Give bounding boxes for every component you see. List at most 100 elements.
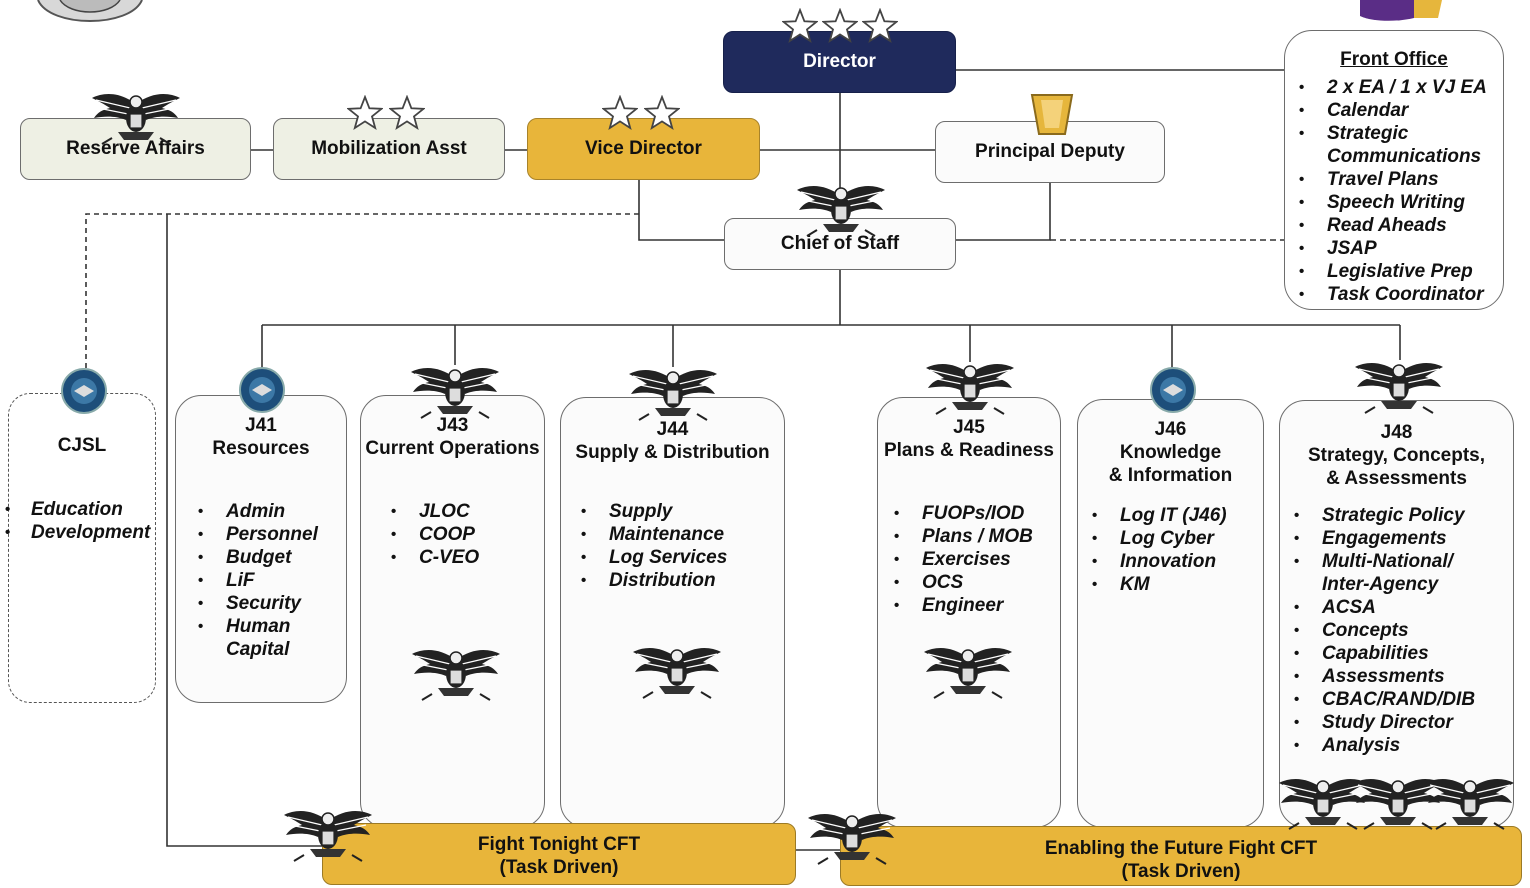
eagle-insignia-icon: [410, 367, 500, 419]
eagle-insignia-icon: [411, 649, 501, 701]
list-item: Budget: [196, 546, 318, 569]
j46-box[interactable]: J46 Knowledge & Information Log IT (J46)…: [1077, 399, 1264, 828]
future-fight-cft-box[interactable]: Enabling the Future Fight CFT (Task Driv…: [840, 826, 1522, 886]
j46-list: Log IT (J46) Log Cyber Innovation KM: [1090, 504, 1227, 596]
ses-badge-icon: [1030, 94, 1074, 135]
list-item: Innovation: [1090, 550, 1227, 573]
list-item: Plans / MOB: [892, 525, 1033, 548]
vice-director-box[interactable]: Vice Director: [527, 118, 760, 180]
list-item: Strategic: [1297, 122, 1487, 145]
list-item: ACSA: [1292, 596, 1475, 619]
dod-seal-icon: [239, 367, 285, 413]
j41-name: Resources: [212, 438, 310, 459]
j48-list: Strategic Policy Engagements Multi-Natio…: [1292, 504, 1475, 757]
eagle-insignia-icon: [283, 810, 373, 862]
list-item: Distribution: [579, 569, 727, 592]
list-item: FUOPs/IOD: [892, 502, 1033, 525]
fight-tonight-line2: (Task Driven): [499, 857, 619, 878]
j46-code: J46: [1154, 419, 1187, 440]
j41-box[interactable]: J41 Resources Admin Personnel Budget LiF…: [175, 395, 347, 703]
eagle-insignia-icon: [923, 647, 1013, 699]
list-item: Travel Plans: [1297, 168, 1487, 191]
list-item: Personnel: [196, 523, 318, 546]
j46-title: J46 Knowledge & Information: [1078, 418, 1263, 487]
general-star-icon: [602, 95, 638, 131]
mobilization-asst-box[interactable]: Mobilization Asst: [273, 118, 505, 180]
list-item: Admin: [196, 500, 318, 523]
list-item: Log Cyber: [1090, 527, 1227, 550]
future-fight-line1: Enabling the Future Fight CFT: [1044, 838, 1318, 859]
list-item: Engagements: [1292, 527, 1475, 550]
list-item: Analysis: [1292, 734, 1475, 757]
j44-title: J44 Supply & Distribution: [561, 418, 784, 464]
list-item: Study Director: [1292, 711, 1475, 734]
j48-name-line1: Strategy, Concepts,: [1307, 445, 1486, 466]
j45-title: J45 Plans & Readiness: [878, 416, 1060, 462]
cjsl-box[interactable]: CJSL Education Development: [5, 393, 156, 703]
eagle-insignia-icon: [632, 647, 722, 699]
j45-name: Plans & Readiness: [883, 440, 1055, 461]
list-item: Engineer: [892, 594, 1033, 617]
list-item: Inter-Agency: [1322, 574, 1439, 595]
front-office-box[interactable]: Front Office 2 x EA / 1 x VJ EA Calendar…: [1284, 30, 1504, 310]
j43-title: J43 Current Operations: [361, 414, 544, 460]
list-item: Task Coordinator: [1297, 283, 1487, 306]
j43-code: J43: [436, 415, 469, 436]
list-item: Log Services: [579, 546, 727, 569]
list-item: Concepts: [1292, 619, 1475, 642]
j48-name-line2: & Assessments: [1326, 468, 1467, 489]
fight-tonight-cft-box[interactable]: Fight Tonight CFT (Task Driven): [322, 823, 796, 885]
fight-tonight-line1: Fight Tonight CFT: [477, 834, 641, 855]
dod-seal-icon: [61, 368, 107, 414]
director-label: Director: [803, 51, 876, 72]
j44-code: J44: [656, 419, 689, 440]
front-office-title: Front Office: [1340, 49, 1448, 70]
list-item: Security: [196, 592, 318, 615]
j43-name: Current Operations: [365, 438, 540, 459]
list-item: Calendar: [1297, 99, 1487, 122]
vice-director-label: Vice Director: [585, 138, 702, 159]
j48-box[interactable]: J48 Strategy, Concepts, & Assessments St…: [1279, 400, 1514, 828]
list-item: C-VEO: [389, 546, 479, 569]
eagle-insignia-icon: [796, 185, 886, 237]
list-item: Education: [3, 498, 150, 521]
future-fight-line2: (Task Driven): [1121, 861, 1241, 882]
list-item: Multi-National/: [1292, 550, 1475, 573]
list-item: Assessments: [1292, 665, 1475, 688]
director-box[interactable]: Director: [723, 31, 956, 93]
general-star-icon: [862, 8, 898, 44]
j41-title: J41 Resources: [176, 414, 346, 460]
j46-name-line2: & Information: [1108, 465, 1233, 486]
j45-box[interactable]: J45 Plans & Readiness FUOPs/IOD Plans / …: [877, 397, 1061, 828]
list-item: Legislative Prep: [1297, 260, 1487, 283]
j43-list: JLOC COOP C-VEO: [389, 500, 479, 569]
corner-logo-icon: [1360, 0, 1442, 21]
list-item: LiF: [196, 569, 318, 592]
chief-of-staff-label: Chief of Staff: [780, 233, 900, 254]
general-star-icon: [347, 95, 383, 131]
principal-deputy-label: Principal Deputy: [975, 141, 1125, 162]
general-star-icon: [389, 95, 425, 131]
list-item: JSAP: [1297, 237, 1487, 260]
list-item: KM: [1090, 573, 1227, 596]
list-item: Capabilities: [1292, 642, 1475, 665]
j41-list: Admin Personnel Budget LiF Security Huma…: [196, 500, 318, 661]
list-item: COOP: [389, 523, 479, 546]
j41-code: J41: [245, 415, 277, 436]
j43-box[interactable]: J43 Current Operations JLOC COOP C-VEO: [360, 395, 545, 828]
list-item: Exercises: [892, 548, 1033, 571]
j45-list: FUOPs/IOD Plans / MOB Exercises OCS Engi…: [892, 502, 1033, 617]
list-item: CBAC/RAND/DIB: [1292, 688, 1475, 711]
list-item: Speech Writing: [1297, 191, 1487, 214]
list-item: OCS: [892, 571, 1033, 594]
list-item: Maintenance: [579, 523, 727, 546]
j45-code: J45: [953, 417, 985, 438]
j46-name-line1: Knowledge: [1119, 442, 1222, 463]
eagle-insignia-icon: [1425, 778, 1515, 830]
j44-box[interactable]: J44 Supply & Distribution Supply Mainten…: [560, 397, 785, 828]
list-item: 2 x EA / 1 x VJ EA: [1297, 76, 1487, 99]
list-item: Log IT (J46): [1090, 504, 1227, 527]
agency-seal-icon: [37, 0, 143, 22]
j48-code: J48: [1380, 422, 1413, 443]
